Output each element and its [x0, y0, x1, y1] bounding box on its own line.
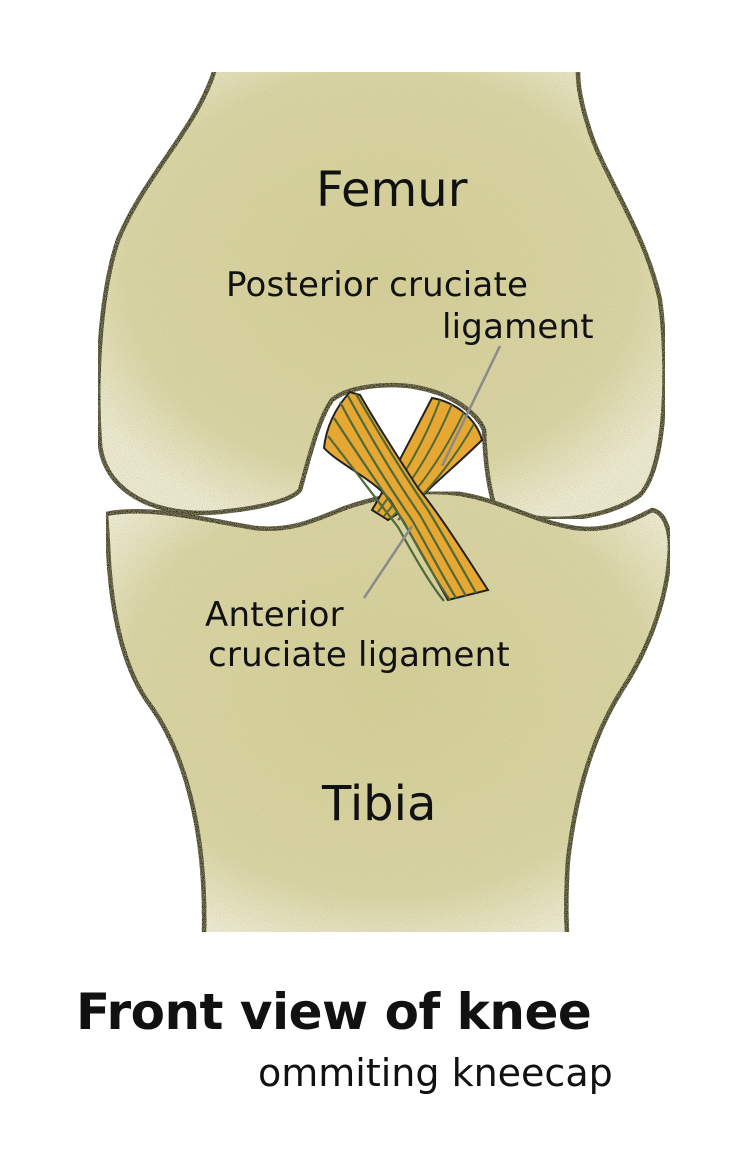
anterior-ligament-label-line2: cruciate ligament: [208, 635, 510, 675]
caption-subtitle: ommiting kneecap: [258, 1051, 613, 1095]
anterior-leader-line: [362, 525, 414, 599]
femur-label: Femur: [316, 162, 468, 218]
tibia-label: Tibia: [322, 776, 437, 832]
posterior-ligament-label-line1: Posterior cruciate: [226, 265, 529, 305]
posterior-ligament-label-line2: ligament: [442, 307, 594, 347]
posterior-leader-line: [440, 345, 502, 467]
anterior-ligament-fibers: [327, 393, 477, 602]
anterior-cruciate-ligament: [322, 390, 490, 602]
caption-title: Front view of knee: [76, 983, 592, 1041]
femur-bone: [96, 69, 667, 522]
anterior-ligament-label-line1: Anterior: [205, 595, 344, 635]
tibia-bone: [103, 489, 673, 935]
